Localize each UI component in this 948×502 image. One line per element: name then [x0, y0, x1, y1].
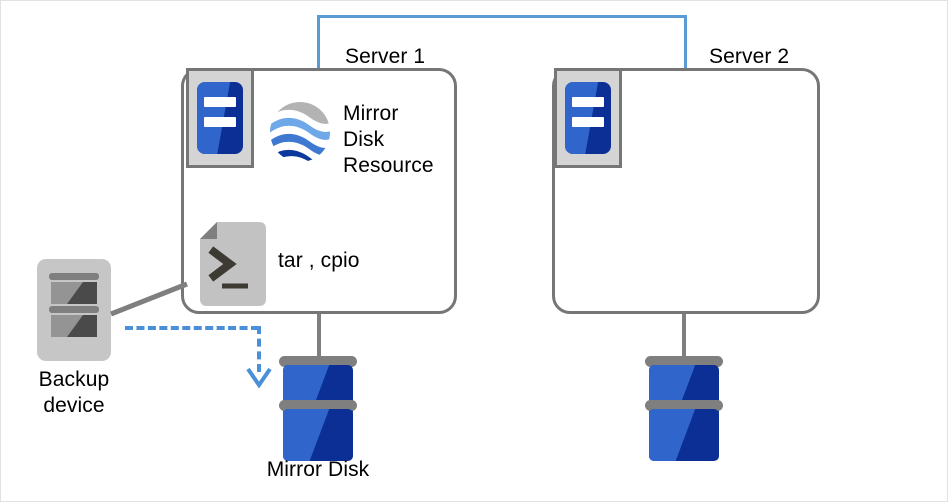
- backup-link-line: [110, 281, 188, 317]
- script-terminal-icon: [200, 222, 266, 306]
- mirror-disk-resource-label-line1: Mirror: [343, 102, 399, 125]
- backup-dataflow-arrowhead: [246, 367, 272, 389]
- server2-label: Server 2: [709, 45, 790, 68]
- interconnect-right-vertical: [684, 15, 687, 69]
- server1-disk-link: [317, 314, 321, 359]
- disk-cap-middle: [645, 400, 723, 411]
- disk-cap-top: [279, 356, 357, 367]
- disk-stack-icon[interactable]: [645, 356, 723, 461]
- disk-cap-middle: [279, 400, 357, 411]
- backup-device-icon: [49, 273, 99, 337]
- disk-stack-icon[interactable]: [279, 356, 357, 461]
- interconnect-left-vertical: [317, 15, 320, 69]
- mirror-disk-1-label: Mirror Disk: [266, 458, 370, 481]
- mirror-disk-resource-label-line2: Disk: [343, 128, 385, 151]
- server-icon: [554, 68, 622, 168]
- backup-device-label-line1: Backup: [38, 368, 110, 391]
- server-icon: [186, 68, 254, 168]
- mirror-disk-resource-icon: [270, 102, 330, 162]
- server-icon-bar-top: [572, 97, 604, 107]
- interconnect-horizontal: [317, 15, 687, 18]
- server-icon-bar-bottom: [204, 117, 236, 127]
- backup-dataflow-vertical: [257, 326, 261, 372]
- mirror-disk-resource-label-line3: Resource: [343, 154, 434, 177]
- backup-dataflow-horizontal: [125, 326, 259, 330]
- tar-cpio-label: tar , cpio: [278, 249, 360, 272]
- server2-disk-link: [682, 314, 686, 359]
- disk-cap-top: [645, 356, 723, 367]
- server-icon-bar-top: [204, 97, 236, 107]
- disk-body-lower: [649, 409, 719, 461]
- disk-body-lower: [283, 409, 353, 461]
- server-icon-bar-bottom: [572, 117, 604, 127]
- server1-label: Server 1: [345, 45, 426, 68]
- backup-device-label-line2: device: [43, 394, 105, 417]
